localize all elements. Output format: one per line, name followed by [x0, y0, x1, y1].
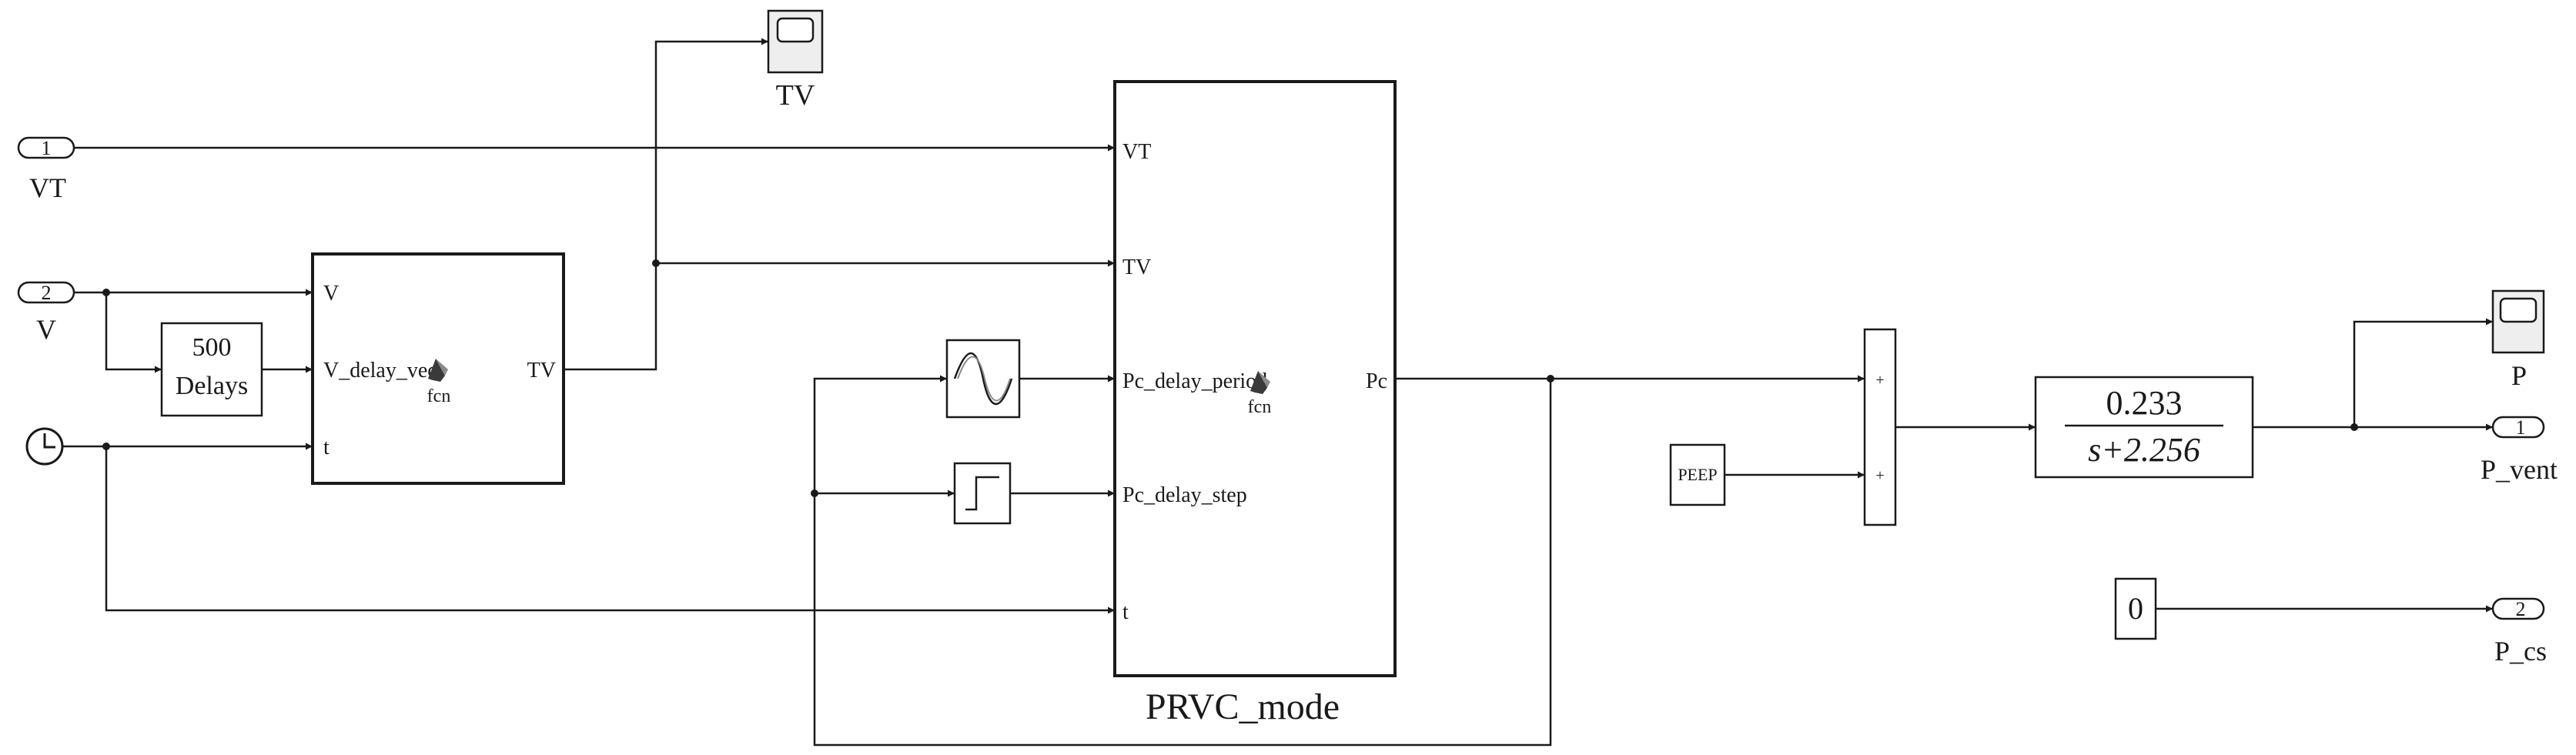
scope-p-screen-icon	[2499, 297, 2538, 323]
inport-v-label: V	[36, 314, 56, 345]
matlab-function-icon	[1250, 371, 1270, 394]
sum-block[interactable]: + +	[1863, 328, 1897, 526]
matlab-function-icon	[428, 359, 448, 382]
sum-sign-bottom: +	[1875, 467, 1884, 484]
clock-block[interactable]	[25, 427, 64, 466]
fcn1-input-t: t	[323, 436, 330, 459]
prvc-input-tv: TV	[1122, 256, 1151, 279]
scope-tv-label: TV	[776, 79, 815, 112]
prvc-block-title: PRVC_mode	[1146, 687, 1340, 727]
scope-tv-screen-icon	[776, 17, 815, 43]
prvc-input-t: t	[1122, 600, 1129, 624]
line-pc-feedback[interactable]	[813, 375, 1552, 747]
outport-p-cs-label: P_cs	[2494, 636, 2547, 666]
peep-block[interactable]: PEEP	[1669, 443, 1726, 506]
junction-dots	[102, 259, 2358, 497]
outport-p-cs[interactable]: 2 P_cs	[2491, 597, 2547, 666]
prvc-input-pc-delay-step: Pc_delay_step	[1122, 483, 1247, 507]
scope-p[interactable]: P	[2491, 289, 2545, 391]
outport-p-cs-number: 2	[2516, 598, 2526, 620]
prvc-input-vt: VT	[1122, 140, 1151, 164]
prvc-mode-block[interactable]: VT TV Pc_delay_period Pc_delay_step t Pc…	[1113, 80, 1397, 727]
inport-v[interactable]: 2 V	[17, 281, 75, 345]
tf-numerator: 0.233	[2106, 384, 2183, 422]
prvc-input-pc-delay-period: Pc_delay_period	[1122, 369, 1267, 393]
delay-label: Delays	[176, 372, 248, 400]
outport-p-vent-number: 1	[2516, 416, 2526, 439]
tf-denominator: s+2.256	[2088, 431, 2200, 469]
line-clock-prvc[interactable]	[105, 446, 1115, 614]
line-tv-scope[interactable]	[564, 38, 768, 371]
delay-count: 500	[192, 333, 232, 362]
inport-vt[interactable]: 1 VT	[17, 136, 75, 203]
line-tf-scope-p[interactable]	[2353, 318, 2493, 427]
outport-p-vent[interactable]: 1 P_vent	[2481, 416, 2558, 485]
line-v-delay[interactable]	[105, 292, 162, 373]
fcn1-input-v: V	[323, 282, 339, 306]
step-block[interactable]	[953, 462, 1012, 525]
inport-vt-label: VT	[29, 172, 66, 203]
clock-hands-icon	[43, 433, 55, 449]
peep-label: PEEP	[1678, 465, 1717, 484]
sine-wave-icon	[953, 352, 1013, 405]
sum-sign-top: +	[1875, 372, 1884, 389]
signal-lines	[62, 38, 2493, 747]
fcn1-input-v-delay-vec: V_delay_vec	[323, 359, 437, 383]
step-icon	[965, 476, 999, 511]
prvc-center-label: fcn	[1248, 397, 1272, 417]
fcn1-output-tv: TV	[527, 359, 556, 383]
delay-block[interactable]: 500 Delays	[160, 322, 263, 417]
constant-zero-value: 0	[2128, 591, 2143, 626]
inport-vt-number: 1	[42, 137, 52, 159]
scope-tv[interactable]: TV	[767, 9, 824, 112]
scope-p-label: P	[2511, 360, 2527, 391]
outport-p-vent-label: P_vent	[2481, 454, 2558, 485]
sine-wave-block[interactable]	[945, 339, 1021, 419]
inport-v-number: 2	[42, 282, 52, 304]
transfer-function-block[interactable]: 0.233 s+2.256	[2034, 376, 2254, 479]
constant-zero-block[interactable]: 0	[2114, 577, 2157, 640]
fcn-block-1[interactable]: V V_delay_vec t TV fcn	[311, 252, 565, 485]
prvc-output-pc: Pc	[1366, 369, 1387, 393]
fcn1-center-label: fcn	[427, 386, 451, 406]
